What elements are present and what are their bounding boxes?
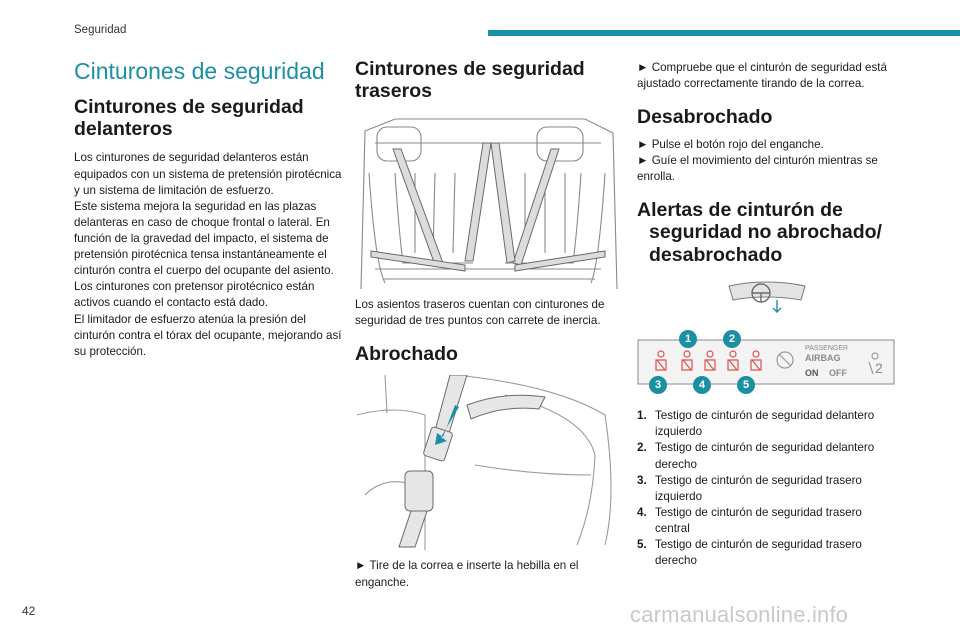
alerts-heading: Alertas de cinturón de seguridad no abro… (637, 198, 882, 266)
airbag-line2: AIRBAG (805, 353, 841, 364)
fasten-heading: Abrochado (355, 343, 458, 366)
section-header: Seguridad (74, 24, 127, 36)
legend-item: 3.Testigo de cinturón de seguridad trase… (637, 473, 862, 503)
warning-legend: 1.Testigo de cinturón de seguridad delan… (637, 408, 899, 569)
dashboard-location-icon (725, 278, 809, 318)
legend-item: 4.Testigo de cinturón de seguridad trase… (637, 505, 862, 535)
watermark: carmanualsonline.info (630, 602, 849, 627)
callout-5: 5 (737, 376, 755, 395)
legend-item: 5.Testigo de cinturón de seguridad trase… (637, 538, 862, 568)
header-accent-bar (488, 30, 960, 36)
column-1: Cinturones de seguridad Cinturones de se… (74, 54, 344, 360)
rear-seats-illustration (355, 113, 621, 289)
seatbelt-warning-panel: 1 2 3 4 5 PASSENGER AIRBAG ON OFF 2 (637, 330, 895, 395)
airbag-on: ON (805, 368, 819, 379)
airbag-line1: PASSENGER (805, 345, 849, 353)
paragraph-1: Los cinturones de seguridad delanteros e… (74, 151, 342, 197)
front-belts-heading: Cinturones de seguridad delanteros (74, 95, 304, 141)
column-3: ► Compruebe que el cinturón de seguridad… (637, 54, 899, 569)
paragraph-4: El limitador de esfuerzo atenúa la presi… (74, 312, 342, 358)
callout-4: 4 (693, 376, 711, 395)
unfasten-heading: Desabrochado (637, 106, 773, 129)
check-step: ► Compruebe que el cinturón de seguridad… (637, 61, 887, 91)
seat-count: 2 (875, 360, 883, 377)
unfasten-step-1: ► Pulse el botón rojo del enganche. (637, 137, 824, 151)
airbag-off: OFF (829, 368, 847, 379)
legend-item: 1.Testigo de cinturón de seguridad delan… (637, 409, 875, 439)
callout-3: 3 (649, 376, 667, 395)
unfasten-step-2: ► Guíe el movimiento del cinturón mientr… (637, 153, 878, 183)
column-2: Cinturones de seguridad traseros (355, 54, 621, 591)
buckle-illustration (355, 374, 621, 551)
rear-belts-heading: Cinturones de seguridad traseros (355, 58, 585, 103)
paragraph-3: Los cinturones con pretensor pirotécnico… (74, 280, 315, 310)
page-number: 42 (22, 604, 36, 618)
fasten-step: ► Tire de la correa e inserte la hebilla… (355, 559, 579, 589)
callout-1: 1 (679, 330, 697, 349)
page-title: Cinturones de seguridad (74, 58, 325, 84)
legend-item: 2.Testigo de cinturón de seguridad delan… (637, 441, 875, 471)
paragraph-2: Este sistema mejora la seguridad en las … (74, 199, 334, 278)
callout-2: 2 (723, 330, 741, 349)
rear-belts-text: Los asientos traseros cuentan con cintur… (355, 297, 605, 327)
